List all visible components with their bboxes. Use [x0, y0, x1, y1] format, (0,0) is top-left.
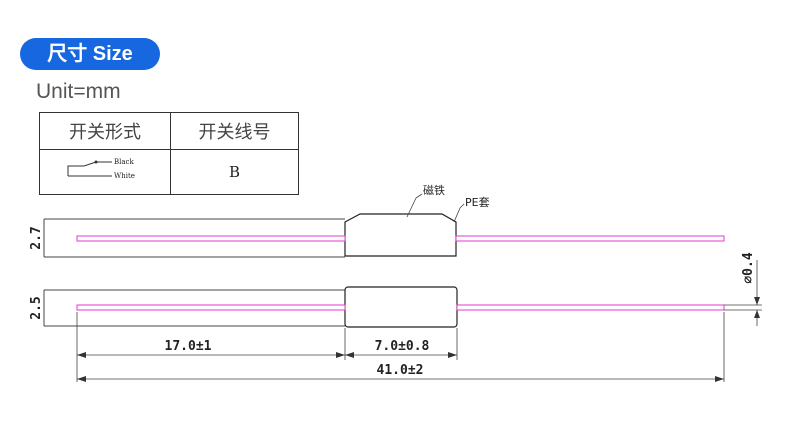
lead-length-dimension: 17.0±1: [165, 339, 212, 354]
spec-table-row: Black White B: [39, 149, 299, 195]
total-length-dimension: 41.0±2: [377, 363, 424, 378]
spec-table: 开关形式 开关线号 Black White B: [39, 112, 299, 195]
lead-wire-left-top: [76, 235, 346, 242]
reed-switch-symbol-icon: Black White: [67, 158, 135, 180]
pe-sleeve-callout: PE套: [465, 196, 490, 209]
wire-diameter-dimension: ⌀0.4: [724, 252, 762, 326]
switch-type-symbol-cell: Black White: [39, 149, 171, 195]
wire-diameter-label: ⌀0.4: [741, 252, 756, 283]
switch-wire-code-header: 开关线号: [170, 112, 299, 150]
spec-table-header-row: 开关形式 开关线号: [39, 112, 299, 150]
bottom-height-dimension: 2.5: [29, 296, 44, 319]
magnet-callout: 磁铁: [423, 184, 445, 197]
unit-label: Unit=mm: [36, 80, 121, 103]
side-view: 2.5: [29, 286, 725, 328]
lead-wire-left-side: [76, 304, 346, 311]
top-view: 磁铁 PE套 2.7: [29, 184, 725, 258]
body-length-dimension: 7.0±0.8: [375, 339, 430, 354]
size-section-badge: 尺寸 Size: [20, 38, 160, 70]
switch-wire-code-value: B: [170, 149, 299, 195]
lead-wire-right-top: [455, 235, 725, 242]
switch-type-header: 开关形式: [39, 112, 171, 150]
magnet-body-side: [344, 286, 458, 328]
lead-wire-right-side: [456, 304, 725, 311]
magnet-body-top: [344, 213, 457, 257]
length-dimensions: 17.0±1 7.0±0.8 41.0±2: [76, 312, 725, 382]
black-wire-label: Black: [114, 158, 134, 166]
top-height-dimension: 2.7: [29, 226, 44, 249]
white-wire-label: White: [114, 172, 135, 180]
